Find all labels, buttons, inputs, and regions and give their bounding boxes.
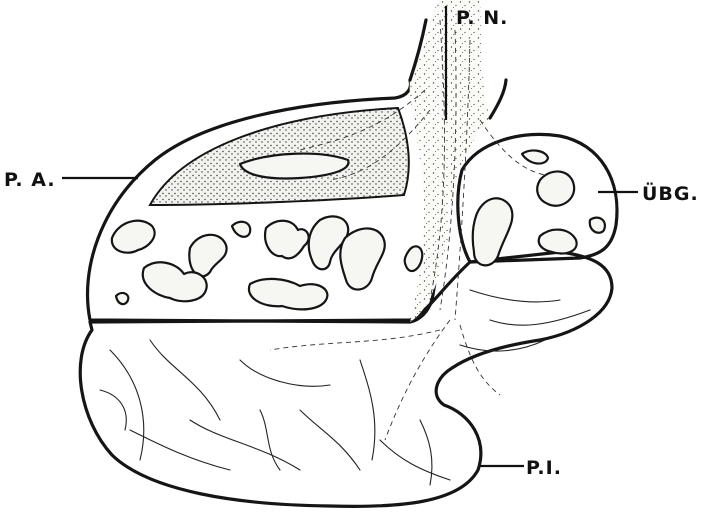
stalk-right-edge [490,80,506,118]
label-pars-intermedia: P.I. [526,457,562,479]
label-pars-nervosa: P. N. [456,7,508,29]
label-uebergangsteil: ÜBG. [642,181,699,205]
neural-stalk [410,0,490,322]
label-pars-anterior: P. A. [4,169,56,191]
uebergangsteil-cell-islands [473,151,605,266]
